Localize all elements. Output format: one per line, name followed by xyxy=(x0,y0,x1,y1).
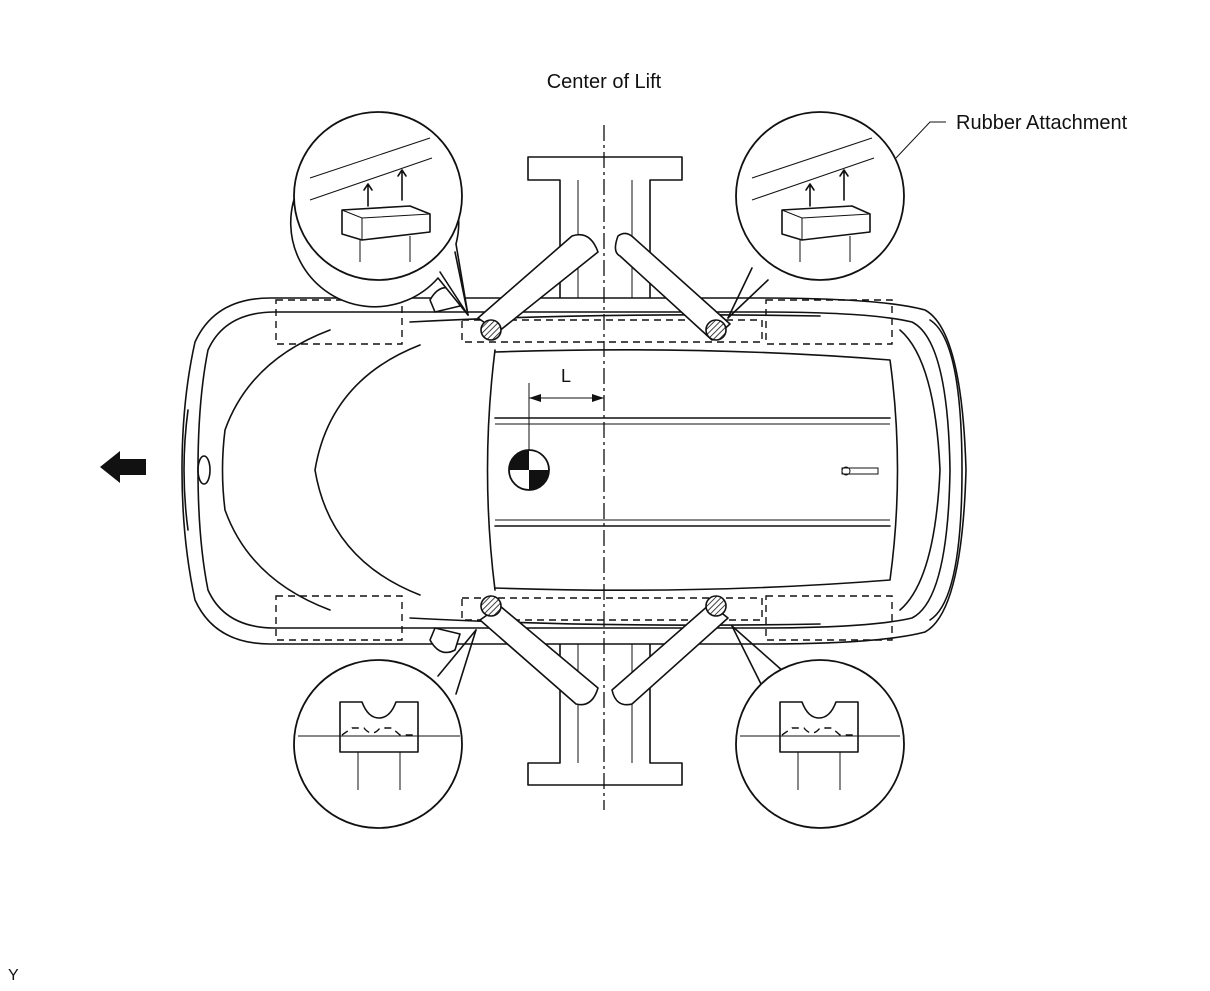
lift-point-rear-right xyxy=(705,595,727,617)
lift-arms xyxy=(477,232,731,706)
dashed-reference-boxes xyxy=(275,299,893,641)
detail-callout-top-left xyxy=(289,111,469,316)
detail-callout-bottom-right xyxy=(731,625,905,829)
arrow-left-icon xyxy=(100,451,146,483)
lift-arm-front-top xyxy=(477,233,599,333)
figure-code-label: Y xyxy=(8,967,19,984)
car-outline xyxy=(181,297,967,645)
vehicle-top-view xyxy=(181,286,967,654)
lift-arm-rear-bottom xyxy=(611,603,729,706)
detail-callout-top-right xyxy=(727,111,946,319)
lift-point-front-left xyxy=(480,319,502,341)
lift-point-rear-left xyxy=(705,319,727,341)
lift-arm-front-bottom xyxy=(479,605,599,706)
detail-callout-bottom-left xyxy=(293,629,477,829)
rubber-attachment-label: Rubber Attachment xyxy=(956,112,1128,134)
lift-point-front-right xyxy=(480,595,502,617)
lift-points xyxy=(480,319,727,617)
center-of-lift-label: Center of Lift xyxy=(547,71,662,93)
dimension-l-label: L xyxy=(561,366,571,386)
center-of-gravity-icon xyxy=(508,449,550,491)
